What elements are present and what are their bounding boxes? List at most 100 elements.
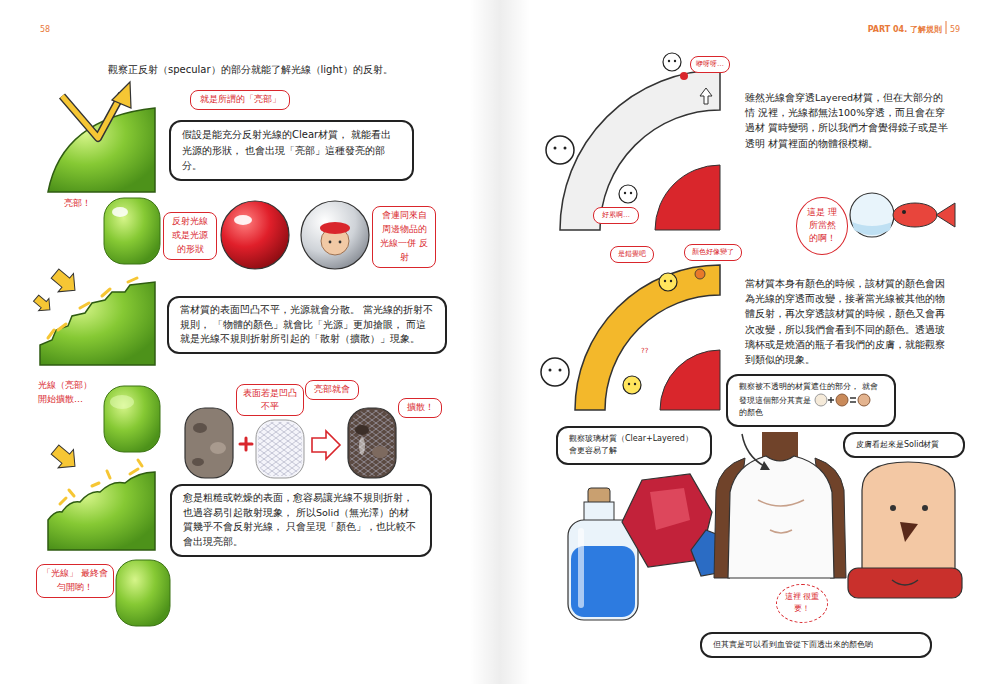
node-text: 皮膚看起來是Solid材質 — [856, 440, 940, 449]
mirror-sphere — [329, 241, 332, 244]
arm-texture — [359, 437, 365, 455]
formula-part — [836, 394, 848, 406]
arm-texture — [256, 420, 304, 478]
yellow-arch — [659, 273, 677, 291]
yellow-arch — [623, 376, 641, 394]
clear-hill — [48, 82, 155, 192]
note-bubble: 皮膚看起來是Solid材質 — [843, 432, 965, 458]
white-arch — [630, 192, 632, 194]
note-bubble: 觀察玻璃材質（Clear+Layered） 會更容易了解 — [556, 426, 712, 465]
skin-finger — [862, 462, 955, 575]
skin-finger — [900, 522, 918, 542]
node-text: 咿呀呀… — [696, 60, 724, 68]
fishbowl — [850, 193, 955, 237]
rough-hill — [31, 264, 155, 365]
glass-objects — [650, 488, 690, 530]
solid-hill — [47, 440, 82, 475]
node-text: 這裡 很重要！ — [785, 592, 820, 613]
rough-hill — [47, 264, 82, 299]
red-sphere — [221, 201, 289, 269]
fishbowl — [893, 203, 937, 227]
white-arch — [655, 165, 720, 230]
question-marks: ?? — [641, 346, 648, 357]
solid-hill — [47, 440, 155, 550]
white-arch — [668, 60, 670, 62]
solid-blob — [116, 560, 170, 626]
callout-bubble: 擴散！ — [398, 398, 442, 418]
page-number: 59 — [950, 24, 960, 37]
formula-part — [858, 394, 870, 406]
formula-part — [815, 394, 827, 406]
yellow-arch — [628, 383, 630, 385]
rough-blob — [104, 386, 160, 452]
glass-objects — [578, 528, 584, 608]
fishbowl — [850, 193, 894, 237]
man-torso — [728, 456, 834, 578]
clear-blob — [112, 207, 128, 217]
yellow-arch — [670, 280, 672, 282]
callout-bubble: 表面若是凹凸 不平 — [236, 384, 304, 416]
note-bubble: 但其實是可以看到血管從下面透出來的顏色喲 — [700, 632, 932, 658]
yellow-arch — [660, 350, 720, 410]
callout-bubble: 會連同來自 周邊物品的 光線一併 反射 — [372, 206, 436, 268]
clear-blob — [104, 198, 160, 264]
running-header: PART 04. 了解規則 — [822, 24, 942, 37]
white-arch — [560, 70, 720, 230]
rough-blob — [110, 395, 134, 409]
yellow-arch — [541, 265, 720, 410]
white-arch — [546, 53, 720, 230]
yellow-arch — [575, 265, 720, 410]
speech-bubble: 是錯覺吧 — [610, 246, 654, 263]
node-text: 這是 理所當然 的啊！ — [807, 207, 837, 243]
body-paragraph: 當材質本身有顏色的時候，該材質的顏色會因 為光線的穿透而改變，接著當光線被其他的… — [745, 276, 950, 367]
arm-texture — [210, 442, 226, 454]
body-paragraph: 雖然光線會穿透Layered材質，但在大部分的情 況裡，光線都無法100%穿透，… — [745, 90, 950, 151]
node-text: 表面若是凹凸 不平 — [243, 388, 297, 411]
mirror-sphere — [339, 241, 342, 244]
arm-texture — [258, 422, 302, 476]
white-arch — [546, 136, 574, 164]
text-box: 當材質的表面凹凸不平，光源就會分散。 當光線的折射不規則， 「物體的顏色」就會比… — [167, 296, 447, 354]
callout-bubble: 「光線」 最終會勻開喲！ — [36, 564, 114, 598]
yellow-arch — [695, 269, 705, 279]
rough-hill — [48, 278, 137, 338]
glass-objects — [568, 474, 726, 620]
node-text: 反射光線 或是光源 的形狀 — [172, 216, 208, 254]
rough-blob — [104, 386, 160, 452]
annotation: 光線（亮部） 開始擴散… — [38, 378, 100, 407]
speech-bubble: 好累啊… — [593, 207, 639, 224]
node-text: 是錯覺吧 — [618, 250, 646, 258]
fishbowl — [902, 210, 906, 214]
white-arch — [663, 53, 681, 71]
clear-hill — [112, 82, 131, 108]
callout-bubble: 反射光線 或是光源 的形狀 — [163, 212, 217, 260]
white-arch — [554, 147, 557, 150]
annotation: 亮部！ — [64, 196, 98, 210]
node-text: 顏色好像變了 — [692, 248, 734, 256]
man-torso — [714, 432, 846, 578]
man-torso — [760, 461, 770, 470]
speech-bubble: 咿呀呀… — [690, 56, 730, 73]
skin-finger — [922, 505, 928, 511]
speech-bubble: 這是 理所當然 的啊！ — [796, 197, 848, 255]
arm-texture — [185, 408, 396, 478]
speech-bubble: 顏色好像變了 — [684, 244, 742, 261]
arm-texture — [193, 423, 207, 433]
red-sphere — [234, 215, 252, 225]
node-text: 的顏色 — [739, 407, 883, 419]
white-arch — [700, 88, 712, 104]
note-bubble: 觀察被不透明的材質遮住的部分， 就會發現這個部分其實是的顏色 — [726, 374, 896, 427]
solid-hill — [48, 472, 155, 550]
glass-objects — [568, 520, 638, 620]
skin-finger — [848, 568, 962, 598]
formula-part — [850, 398, 856, 402]
node-text: 亮部就會 — [314, 384, 350, 394]
heading: 觀察正反射（specular）的部分就能了解光線（light）的反射。 — [108, 62, 458, 78]
mirror-sphere — [301, 201, 369, 269]
node-text: 愈是粗糙或乾燥的表面，愈容易讓光線不規則折射， 也過容易引起散射現象， 所以So… — [183, 492, 416, 547]
white-arch — [680, 72, 688, 80]
yellow-arch — [559, 369, 562, 372]
arm-texture — [348, 408, 396, 478]
arm-texture — [185, 408, 233, 478]
solid-hill — [60, 460, 142, 504]
